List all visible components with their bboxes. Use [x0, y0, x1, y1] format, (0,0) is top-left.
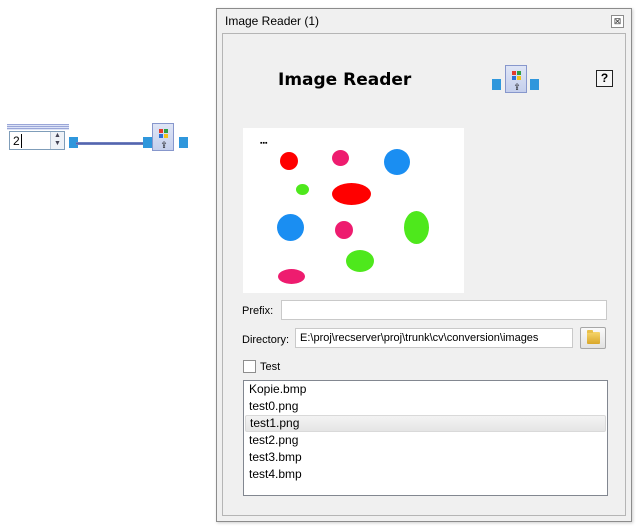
node-title-bar[interactable] — [7, 124, 69, 130]
image-preview: ▪▪▪ — [243, 128, 464, 293]
preview-blob — [277, 214, 304, 241]
color-grid-icon — [512, 71, 521, 80]
help-button[interactable]: ? — [596, 70, 613, 87]
preview-blob — [384, 149, 410, 175]
connection-wire[interactable] — [76, 142, 146, 145]
image-reader-icon: ⇪ — [505, 65, 527, 93]
dialog-title: Image Reader (1) — [225, 14, 320, 28]
test-checkbox[interactable] — [243, 360, 256, 373]
chevron-down-icon[interactable]: ▼ — [54, 140, 61, 147]
test-label[interactable]: Test — [260, 361, 281, 373]
list-item[interactable]: Kopie.bmp — [249, 382, 307, 396]
heading-output-port — [530, 79, 539, 90]
preview-blob — [404, 211, 429, 244]
preview-blob — [332, 183, 371, 205]
directory-label: Directory: — [242, 334, 290, 346]
image-reader-node[interactable]: ⇪ — [152, 123, 179, 153]
image-reader-node-icon[interactable]: ⇪ — [152, 123, 174, 151]
preview-blob — [296, 184, 309, 195]
spinbox-arrows[interactable]: ▲ ▼ — [50, 132, 64, 149]
browse-folder-button[interactable] — [580, 327, 606, 349]
preview-blob — [280, 152, 298, 170]
directory-field[interactable]: E:\proj\recserver\proj\trunk\cv\conversi… — [295, 328, 573, 348]
color-grid-icon — [159, 129, 168, 138]
list-item-selected[interactable]: test1.png — [245, 415, 606, 432]
preview-blob — [335, 221, 353, 239]
preview-blob — [346, 250, 374, 272]
value-spinbox[interactable]: 2 ▲ ▼ — [9, 131, 65, 150]
chevron-up-icon[interactable]: ▲ — [54, 132, 61, 139]
reader-input-port[interactable] — [143, 137, 152, 148]
dialog-heading: Image Reader — [278, 70, 412, 90]
prefix-label: Prefix: — [242, 305, 274, 317]
dialog-body: Image Reader ⇪ ? ▪▪▪ — [222, 33, 626, 516]
preview-speck: ▪▪▪ — [260, 140, 268, 147]
heading-input-port — [492, 79, 501, 90]
folder-icon — [587, 330, 600, 344]
preview-blob — [278, 269, 305, 284]
preview-blob — [332, 150, 349, 166]
file-list[interactable]: Kopie.bmp test0.png test1.png test2.png … — [243, 380, 608, 496]
reader-output-port[interactable] — [179, 137, 188, 148]
spinbox-node[interactable]: 2 ▲ ▼ — [7, 124, 69, 154]
dialog-titlebar[interactable]: Image Reader (1) ⊠ — [217, 9, 631, 33]
close-button[interactable]: ⊠ — [611, 15, 624, 28]
upload-tray-icon: ⇪ — [513, 82, 521, 92]
upload-tray-icon: ⇪ — [160, 140, 168, 150]
close-icon: ⊠ — [613, 16, 622, 26]
spinbox-value[interactable]: 2 — [13, 134, 22, 148]
spinbox-output-port[interactable] — [69, 137, 78, 148]
prefix-field[interactable] — [281, 300, 607, 320]
list-item[interactable]: test0.png — [249, 399, 299, 413]
list-item[interactable]: test4.bmp — [249, 467, 302, 481]
list-item[interactable]: test3.bmp — [249, 450, 302, 464]
heading-node-icon: ⇪ — [492, 65, 544, 99]
list-item[interactable]: test2.png — [249, 433, 299, 447]
image-reader-dialog: Image Reader (1) ⊠ Image Reader ⇪ ? ▪▪▪ — [216, 8, 632, 522]
